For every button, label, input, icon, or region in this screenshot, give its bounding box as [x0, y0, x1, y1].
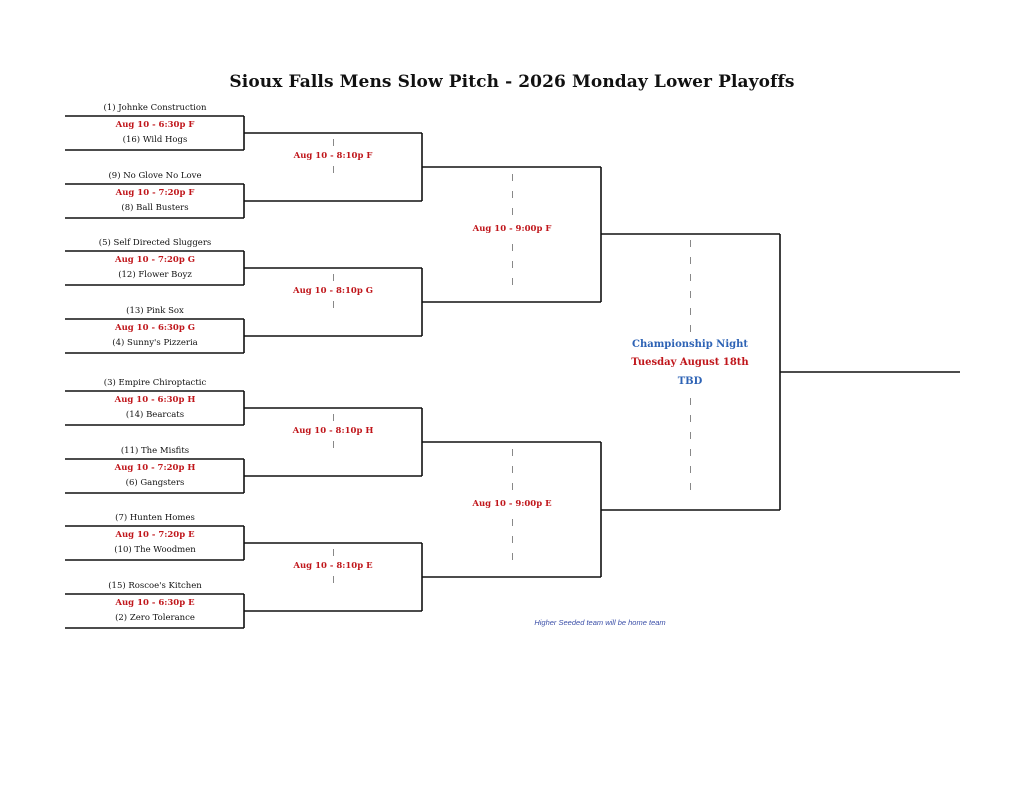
team-label: (11) The Misfits [120, 446, 190, 456]
divider-mark [512, 277, 513, 285]
game-time-label: Aug 10 - 8:10p F [293, 151, 373, 161]
divider-mark [512, 260, 513, 268]
divider-mark [512, 535, 513, 543]
divider-mark [512, 190, 513, 198]
game-time-label: Aug 10 - 6:30p H [114, 395, 196, 405]
game-time-label: Aug 10 - 7:20p E [115, 530, 195, 540]
divider-mark [690, 308, 691, 315]
page-title: Sioux Falls Mens Slow Pitch - 2026 Monda… [229, 72, 795, 92]
divider-mark [690, 483, 691, 490]
championship-date-label: Tuesday August 18th [631, 357, 749, 368]
game-time-label: Aug 10 - 7:20p F [115, 188, 195, 198]
divider-mark [333, 441, 334, 448]
game-time-label: Aug 10 - 7:20p G [115, 255, 195, 265]
divider-mark [333, 301, 334, 308]
team-label: (5) Self Directed Sluggers [98, 238, 212, 248]
divider-mark [512, 518, 513, 526]
game-time-label: Aug 10 - 8:10p H [292, 426, 374, 436]
divider-mark [333, 576, 334, 583]
game-time-label: Aug 10 - 7:20p H [114, 463, 196, 473]
championship-location-label: TBD [677, 376, 703, 387]
championship-night-label: Championship Night [631, 339, 749, 350]
divider-mark [512, 173, 513, 181]
home-team-note: Higher Seeded team will be home team [534, 618, 666, 627]
divider-mark [690, 257, 691, 264]
divider-mark [690, 274, 691, 281]
divider-mark [512, 552, 513, 560]
game-time-label: Aug 10 - 9:00p E [472, 498, 552, 509]
team-label: (8) Ball Busters [121, 203, 189, 213]
game-time-label: Aug 10 - 8:10p E [293, 561, 373, 571]
team-label: (14) Bearcats [125, 410, 185, 420]
team-label: (6) Gangsters [125, 478, 185, 488]
divider-mark [690, 291, 691, 298]
divider-mark [512, 243, 513, 251]
team-label: (4) Sunny's Pizzeria [112, 338, 198, 348]
game-time-label: Aug 10 - 8:10p G [293, 286, 373, 296]
divider-mark [512, 482, 513, 490]
game-time-label: Aug 10 - 6:30p F [115, 120, 195, 130]
divider-mark [512, 448, 513, 456]
team-label: (13) Pink Sox [126, 306, 184, 316]
team-label: (16) Wild Hogs [122, 135, 188, 145]
team-label: (10) The Woodmen [114, 545, 196, 555]
divider-mark [690, 449, 691, 456]
divider-mark [690, 325, 691, 332]
divider-mark [512, 465, 513, 473]
divider-mark [333, 274, 334, 281]
divider-mark [333, 166, 334, 173]
divider-mark [512, 207, 513, 215]
team-label: (9) No Glove No Love [108, 171, 202, 181]
team-label: (15) Roscoe's Kitchen [108, 581, 202, 591]
team-label: (7) Hunten Homes [115, 513, 195, 523]
team-label: (2) Zero Tolerance [115, 613, 195, 623]
team-label: (12) Flower Boyz [118, 270, 192, 280]
game-time-label: Aug 10 - 6:30p G [115, 323, 195, 333]
divider-mark [333, 139, 334, 146]
divider-mark [690, 415, 691, 422]
divider-mark [333, 414, 334, 421]
divider-mark [690, 398, 691, 405]
team-label: (1) Johnke Construction [103, 103, 207, 113]
game-time-label: Aug 10 - 6:30p E [115, 598, 195, 608]
game-time-label: Aug 10 - 9:00p F [472, 223, 552, 234]
divider-mark [333, 549, 334, 556]
team-label: (3) Empire Chiroptactic [103, 378, 207, 388]
divider-mark [690, 466, 691, 473]
divider-mark [690, 432, 691, 439]
divider-mark [690, 240, 691, 247]
